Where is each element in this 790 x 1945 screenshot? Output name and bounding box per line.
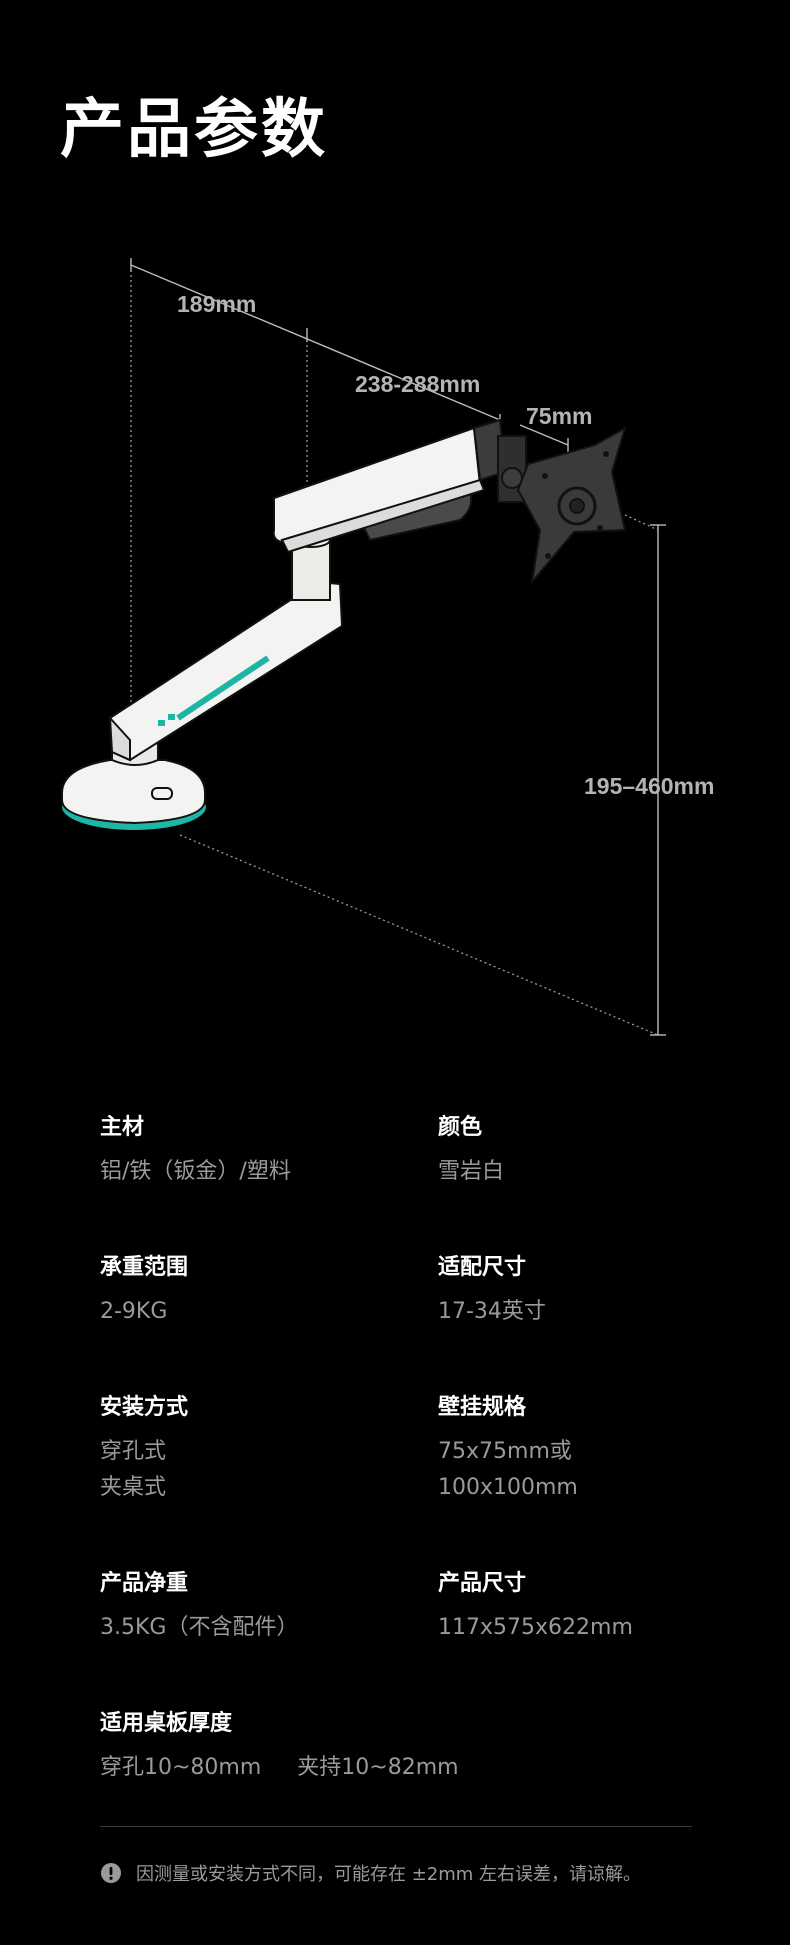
spec-vesa: 壁挂规格 75x75mm或 100x100mm [438, 1392, 758, 1506]
spec-label: 安装方式 [100, 1395, 189, 1420]
spec-label: 壁挂规格 [438, 1395, 527, 1420]
thickness-clamp: 夹持10~82mm [297, 1755, 459, 1780]
spec-value: 雪岩白 [438, 1159, 505, 1184]
spec-value: 穿孔10~80mm 夹持10~82mm [100, 1750, 700, 1786]
spec-label: 承重范围 [100, 1255, 189, 1280]
page-title: 产品参数 [60, 93, 328, 167]
spec-value: 117x575x622mm [438, 1615, 633, 1640]
dimension-label-75: 75mm [526, 403, 592, 429]
spec-label: 适用桌板厚度 [100, 1711, 233, 1736]
dimension-label-189: 189mm [177, 291, 256, 317]
spec-desk-thickness: 适用桌板厚度 穿孔10~80mm 夹持10~82mm [100, 1708, 700, 1786]
monitor-arm-diagram: 189mm 238-288mm 75mm 195–460mm [0, 240, 790, 1040]
spec-label: 产品净重 [100, 1571, 189, 1596]
spec-product-size: 产品尺寸 117x575x622mm [438, 1568, 758, 1646]
spec-label: 产品尺寸 [438, 1571, 527, 1596]
spec-value: 3.5KG（不含配件） [100, 1615, 299, 1640]
spec-label: 适配尺寸 [438, 1255, 527, 1280]
spec-screen-size: 适配尺寸 17-34英寸 [438, 1252, 758, 1330]
monitor-arm-illustration: 189mm 238-288mm 75mm 195–460mm [61, 258, 714, 1036]
spec-net-weight: 产品净重 3.5KG（不含配件） [100, 1568, 420, 1646]
spec-material: 主材 铝/铁（钣金）/塑料 [100, 1112, 420, 1190]
spec-value: 穿孔式 夹桌式 [100, 1439, 167, 1500]
spec-color: 颜色 雪岩白 [438, 1112, 758, 1190]
dimension-label-238-288: 238-288mm [355, 371, 480, 397]
spec-label: 颜色 [438, 1115, 483, 1140]
spec-value: 17-34英寸 [438, 1299, 546, 1324]
spec-load-range: 承重范围 2-9KG [100, 1252, 420, 1330]
dimension-label-height: 195–460mm [584, 773, 714, 799]
spec-label: 主材 [100, 1115, 145, 1140]
spec-value: 75x75mm或 100x100mm [438, 1439, 578, 1500]
divider [100, 1826, 692, 1827]
disclaimer-text: 因测量或安装方式不同，可能存在 ±2mm 左右误差，请谅解。 [136, 1864, 642, 1885]
exclamation-icon [100, 1862, 122, 1884]
spec-value: 铝/铁（钣金）/塑料 [100, 1159, 291, 1184]
vesa-plate [516, 425, 627, 586]
upper-arm [272, 418, 507, 554]
disclaimer-note: 因测量或安装方式不同，可能存在 ±2mm 左右误差，请谅解。 [100, 1860, 641, 1886]
spec-value: 2-9KG [100, 1299, 168, 1324]
dimension-lines [130, 258, 666, 1036]
spec-install-method: 安装方式 穿孔式 夹桌式 [100, 1392, 420, 1506]
thickness-through-hole: 穿孔10~80mm [100, 1755, 262, 1780]
lower-arm [108, 580, 344, 762]
